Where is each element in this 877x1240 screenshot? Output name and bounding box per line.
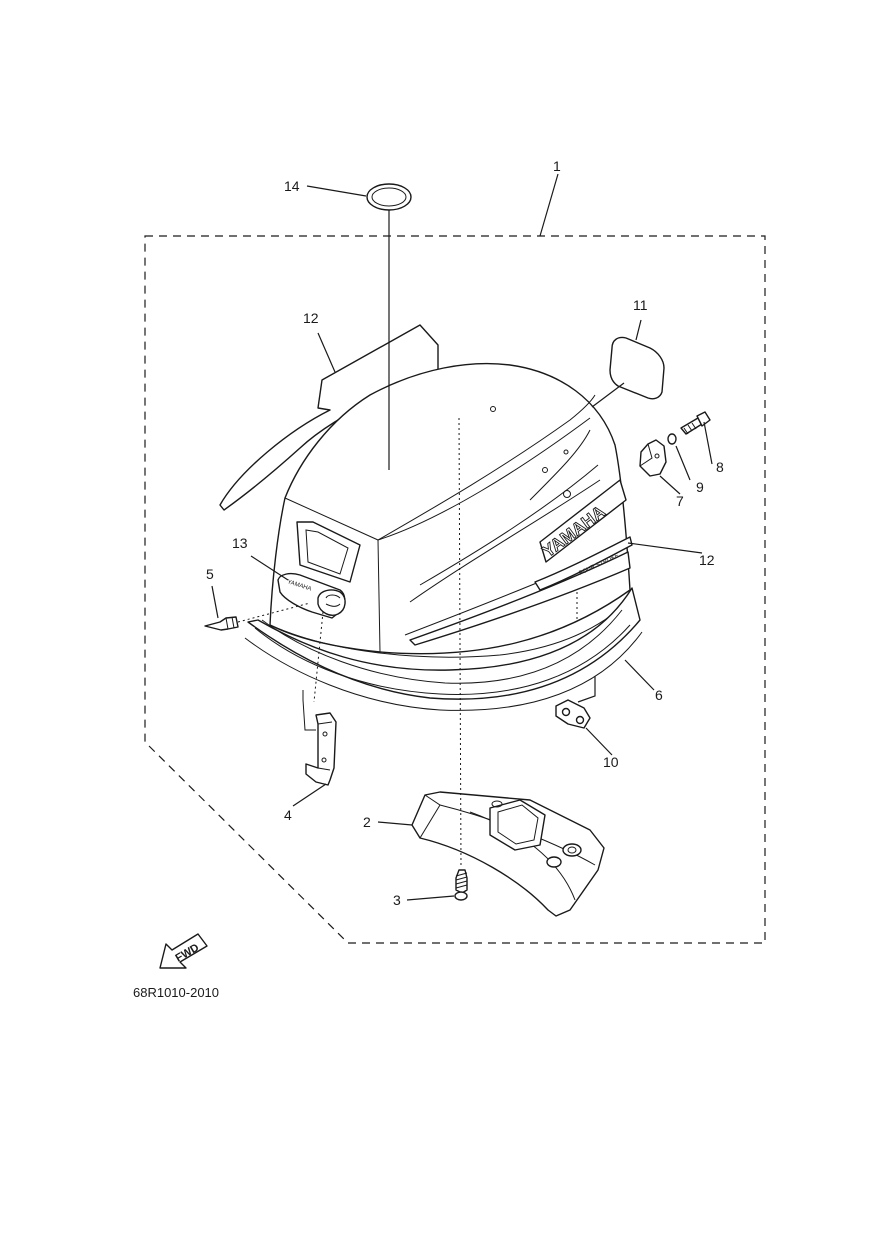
callout-4: 4 [284, 807, 292, 823]
callout-10: 10 [603, 754, 619, 770]
callout-5: 5 [206, 566, 214, 582]
part-9-washer [667, 433, 677, 445]
callout-6: 6 [655, 687, 663, 703]
callout-12-left: 12 [303, 310, 319, 326]
fwd-direction-arrow: FWD [159, 933, 208, 969]
callout-11: 11 [633, 297, 648, 313]
callout-12-right: 12 [699, 552, 715, 568]
assembly-boundary [144, 235, 766, 944]
leader-lines [211, 173, 713, 901]
callout-9: 9 [696, 479, 704, 495]
callout-numbers: 1 14 12 11 8 9 7 12 13 5 6 10 4 2 3 [206, 158, 724, 908]
callout-13: 13 [232, 535, 248, 551]
part-10-clamp [555, 699, 591, 729]
callout-3: 3 [393, 892, 401, 908]
part-14-grommet [366, 183, 412, 211]
part-2-lower-grip [411, 791, 605, 917]
part-4-bracket [302, 690, 337, 786]
part-6-seal [244, 587, 643, 711]
part-8-bolt [680, 411, 711, 435]
part-13-emblem: YAMAHA [277, 572, 346, 619]
drawing-code: 68R1010-2010 [133, 985, 219, 1000]
part-3-screw [454, 869, 468, 901]
part-7-latch [639, 439, 667, 477]
callout-1: 1 [553, 158, 561, 174]
callout-14: 14 [284, 178, 300, 194]
part-5-rivet [204, 602, 311, 631]
callout-2: 2 [363, 814, 371, 830]
callout-8: 8 [716, 459, 724, 475]
part-11-pad [609, 336, 665, 400]
fwd-label: FWD [174, 942, 202, 965]
callout-7: 7 [676, 493, 684, 509]
